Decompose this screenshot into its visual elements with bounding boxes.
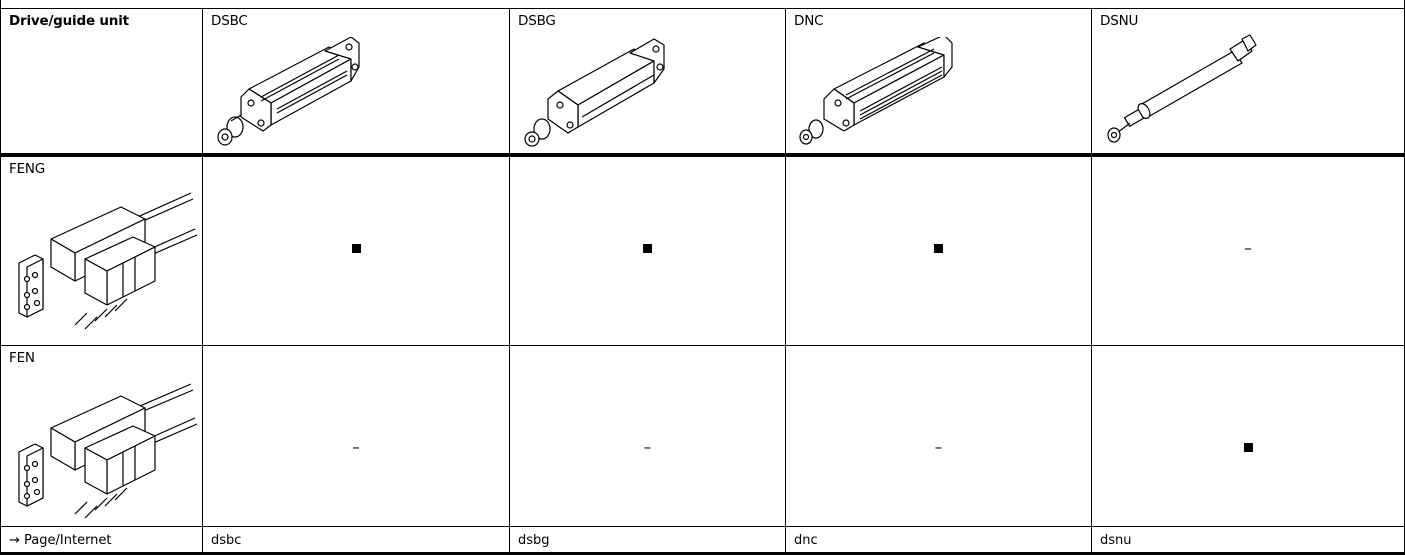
table-row: FEN xyxy=(0,346,1405,526)
row-name: FENG xyxy=(9,161,46,177)
header-label: Drive/guide unit xyxy=(9,13,129,29)
footer-cell: dsbc xyxy=(203,527,510,552)
arrow-right-icon: → xyxy=(9,533,20,548)
footer-label-text: Page/Internet xyxy=(24,533,112,548)
value-cell xyxy=(1092,346,1405,526)
compat-mark: – xyxy=(352,438,360,456)
filled-square-icon xyxy=(1243,443,1253,452)
row-divider xyxy=(0,345,1405,346)
column-name: DSNU xyxy=(1100,13,1139,29)
table-bottom-rule xyxy=(0,552,1405,555)
compat-mark: – xyxy=(1244,239,1252,257)
header-cell-dnc: DNC xyxy=(786,9,1092,153)
footer-cell: dsbg xyxy=(510,527,786,552)
compat-mark xyxy=(203,239,509,257)
compat-mark xyxy=(1092,438,1404,456)
row-divider xyxy=(0,526,1405,527)
header-cell-dsbg: DSBG xyxy=(510,9,786,153)
header-label-cell: Drive/guide unit xyxy=(0,9,203,153)
cylinder-dsbg-icon xyxy=(524,38,665,147)
cylinder-dsbc-icon xyxy=(217,37,360,146)
page-link-dsnu[interactable]: dsnu xyxy=(1100,533,1132,548)
footer-cell: dnc xyxy=(786,527,1092,552)
value-cell: – xyxy=(1092,157,1405,345)
footer-label: → Page/Internet xyxy=(9,533,112,548)
header-row: Drive/guide unit DSBC xyxy=(0,9,1405,153)
guide-unit-feng-icon xyxy=(18,192,198,330)
guide-unit-fen-icon xyxy=(18,383,198,519)
value-cell xyxy=(510,157,786,345)
filled-square-icon xyxy=(934,244,943,253)
column-name: DSBC xyxy=(211,13,248,29)
cylinder-dnc-icon xyxy=(799,37,953,145)
compat-mark xyxy=(786,239,1091,257)
table-row: FENG xyxy=(0,157,1405,345)
filled-square-icon xyxy=(643,244,652,253)
row-label-cell: FENG xyxy=(0,157,203,345)
header-divider xyxy=(0,153,1405,157)
footer-row: → Page/Internet dsbc dsbg dnc dsnu xyxy=(0,527,1405,552)
value-cell: – xyxy=(510,346,786,526)
page-link-dsbc[interactable]: dsbc xyxy=(211,533,242,548)
cylinder-dsnu-icon xyxy=(1107,34,1257,143)
footer-label-cell: → Page/Internet xyxy=(0,527,203,552)
value-cell xyxy=(203,157,510,345)
value-cell: – xyxy=(203,346,510,526)
page-link-dsbg[interactable]: dsbg xyxy=(518,533,550,548)
value-cell xyxy=(786,157,1092,345)
compat-mark: – xyxy=(934,438,943,456)
filled-square-icon xyxy=(351,244,361,253)
row-name: FEN xyxy=(9,350,35,366)
column-name: DSBG xyxy=(518,13,556,29)
compat-mark: – xyxy=(643,438,652,456)
row-label-cell: FEN xyxy=(0,346,203,526)
header-cell-dsnu: DSNU xyxy=(1092,9,1405,153)
value-cell: – xyxy=(786,346,1092,526)
column-name: DNC xyxy=(794,13,824,29)
page-link-dnc[interactable]: dnc xyxy=(794,533,818,548)
table-top-edge xyxy=(0,0,1405,9)
compat-mark xyxy=(510,239,785,257)
header-cell-dsbc: DSBC xyxy=(203,9,510,153)
footer-cell: dsnu xyxy=(1092,527,1405,552)
